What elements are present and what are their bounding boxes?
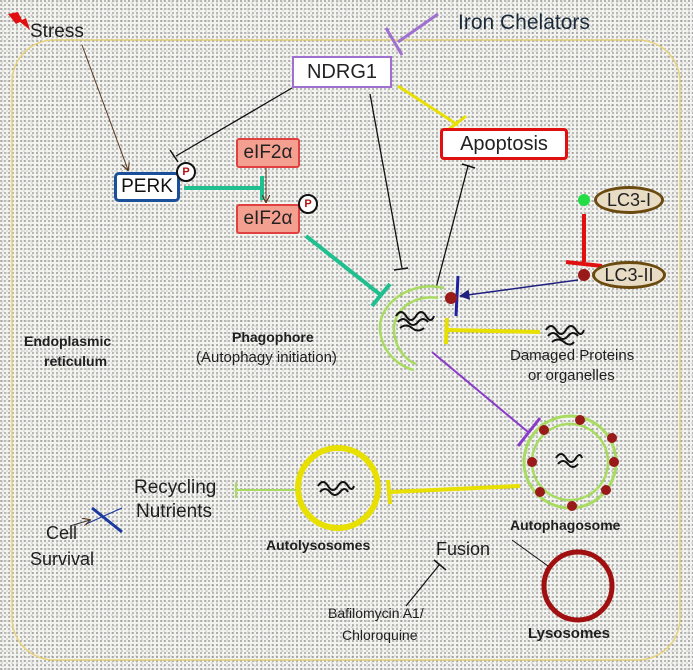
autophagosome: [522, 414, 619, 511]
iron-chelators-label: Iron Chelators: [458, 11, 590, 34]
chelator-inhibits-ndrg1: [384, 12, 439, 56]
damaged-label-line1: Damaged Proteins: [510, 347, 635, 364]
autophagosome-label: Autophagosome: [510, 517, 621, 533]
lysosome: [541, 549, 615, 623]
protein-aggregate-icon: [545, 325, 585, 346]
phagophore-sub-label: (Autophagy initiation): [196, 349, 337, 366]
perk-box: PERK: [114, 172, 180, 202]
phagophore-label: Phagophore: [232, 329, 314, 345]
damaged-label-line2: or organelles: [528, 367, 615, 384]
lc3-i-oval: LC3-I: [594, 186, 664, 214]
fusion-label: Fusion: [436, 539, 491, 559]
ndrg1-inhibits-perk: [169, 87, 293, 163]
lc3-ii-to-phagophore: [458, 279, 579, 300]
stress-label: Stress: [30, 21, 84, 42]
cell-survival-line2: Survival: [30, 549, 95, 569]
lysosomes-label: Lysosomes: [528, 625, 610, 642]
er-label-line2: reticulum: [44, 353, 108, 369]
ndrg1-box: NDRG1: [292, 56, 392, 88]
phagophore-to-autophagosome: [431, 351, 542, 447]
phagophore-inhibits-apoptosis: [435, 163, 476, 289]
eif2a-box-bottom: eIF2α: [236, 204, 300, 234]
stress-bolt-icon: [8, 12, 30, 30]
lc3-ii-dot: [578, 269, 590, 281]
perk-inhibits-eif2a: [184, 176, 264, 200]
perk-phospho-p-icon: P: [176, 162, 196, 182]
recycling-to-survival: [69, 506, 123, 534]
eif2a-box-top: eIF2α: [236, 138, 300, 168]
ndrg1-inhibits-phagophore: [369, 93, 409, 271]
lysosome-to-fusion-line: [511, 539, 549, 567]
protein-aggregate-icon: [317, 481, 355, 496]
recycling-label-line2: Nutrients: [136, 501, 213, 522]
lc3-ii-bar: [454, 275, 460, 317]
eif2a-phospho-p-icon: P: [298, 194, 318, 214]
bafilomycin-label-line2: Chloroquine: [342, 627, 418, 643]
eif2a-inhibits-phagophore: [304, 234, 392, 308]
autophagosome-to-autolysosome: [386, 479, 521, 505]
autolysosomes-label: Autolysosomes: [266, 537, 371, 553]
bafilomycin-inhibits-fusion: [405, 559, 447, 607]
damaged-to-phagophore: [444, 317, 541, 345]
lc3-conversion: [565, 214, 603, 268]
er-label-line1: Endoplasmic: [24, 333, 112, 349]
autolysosome: [295, 445, 381, 531]
autolysosome-to-recycling: [235, 482, 296, 498]
lc3-i-dot: [578, 194, 590, 206]
stress-to-perk-arrow: [81, 44, 128, 170]
protein-aggregate-icon: [395, 311, 435, 332]
lc3-ii-oval: LC3-II: [592, 261, 666, 289]
recycling-label-line1: Recycling: [134, 477, 217, 498]
phagophore-lc3-dot: [445, 292, 457, 304]
phagophore-membrane: [378, 285, 445, 372]
apoptosis-box: Apoptosis: [440, 128, 568, 160]
cell-survival-line1: Cell: [46, 523, 78, 543]
cell-membrane: [11, 39, 681, 661]
protein-aggregate-icon: [555, 453, 583, 468]
bafilomycin-label-line1: Bafilomycin A1/: [328, 605, 424, 621]
ndrg1-to-apoptosis: [397, 84, 467, 132]
